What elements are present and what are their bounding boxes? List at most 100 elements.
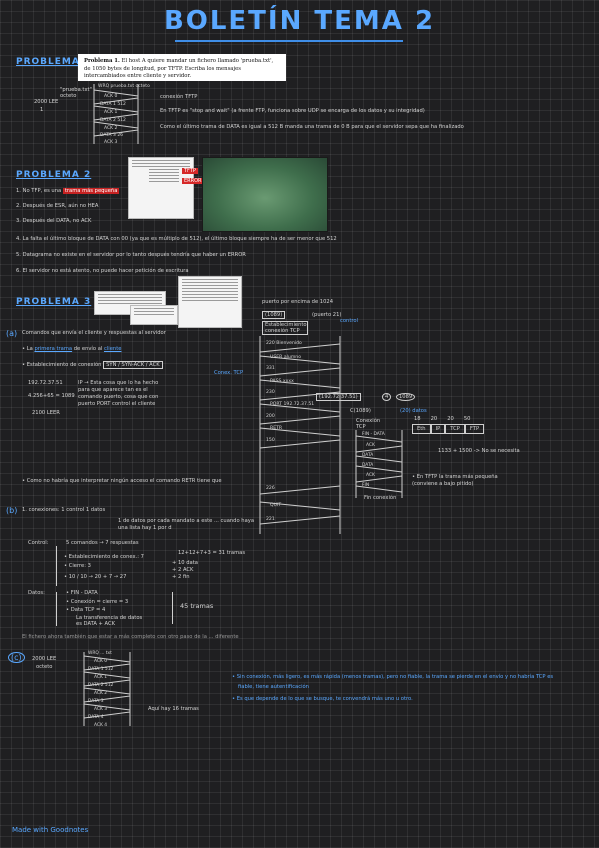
problema1-note-1: En TFTP es "stop and wait" (a frente FTP… (160, 108, 425, 114)
p3a-note-ip: IP → Esta cosa que lo ha hecho para que … (78, 380, 159, 407)
p3a-frame-cell-0: Eth (412, 424, 431, 434)
problema2-item-0-text: 1. No TFP, es una (16, 188, 62, 194)
p1-diagram-label-3: ACK 1 (104, 110, 118, 115)
problema2-item-0-highlight: trama más pequeña (62, 188, 120, 194)
p3a-num2: 1089 (396, 393, 416, 401)
p3a-server-control: control (340, 318, 358, 324)
p3a-seq-11: 221 (266, 517, 275, 522)
problema1-note-0: conexión TFTP (160, 94, 198, 100)
problema2-item-2: 3. Después del DATA, no ACK (16, 218, 92, 224)
p3b-datos-sum: 45 tramas (180, 602, 214, 610)
p3c-seq-0: WRQ ... txt (88, 651, 112, 656)
p3a-num1: 4 (382, 393, 392, 401)
p3c-seq-3: ACK 1 (94, 675, 108, 680)
p3a-frame-cell-3: FTP (464, 424, 485, 434)
p3b-control-sum: 12+12+7+3 = 31 tramas (178, 550, 246, 556)
p3a-transfer-note: Fin conexión (364, 495, 397, 501)
p3a-line2-prefix: • La (22, 346, 33, 352)
problema2-item-5: 6. El servidor no está atento, no puede … (16, 268, 189, 274)
p3a-data-seq-4: ACK (366, 473, 375, 478)
p3c-label: (c) (8, 652, 25, 663)
p3a-frame-size-0: 18 (414, 416, 421, 422)
title-underline (175, 40, 403, 42)
p3a-frame-note2: • En TFTP la trama más pequeña (conviene… (412, 474, 498, 487)
p3a-line3-prefix: • Establecimiento de conexión (22, 362, 102, 368)
p3b-control-label: Control: (28, 540, 49, 546)
p3b-datos-bracket (56, 592, 57, 626)
p3c-left-label-0: 2000 LEE (32, 656, 57, 662)
p3b-datos-line-2: • Data TCP = 4 (66, 607, 106, 613)
p3a-frame-note1: 1133 + 1500 -> No se necesita (438, 448, 520, 454)
p3a-server-box3: (puerto 21) (312, 312, 342, 318)
p3a-line2-mid: de envío al (73, 346, 103, 352)
p3a-server-box2: Establecimiento conexión TCP (262, 321, 308, 335)
p3b-datos-line-0: • FIN - DATA (66, 590, 98, 596)
p3a-line2-highlight1: primera trama (34, 346, 73, 352)
p1-diagram-label-2: DATA 1 512 (100, 102, 126, 107)
p3c-seq-4: DATA 2 512 (88, 683, 114, 688)
p3a-bottom-note: • Como no habría que interpretar ningún … (22, 478, 222, 484)
p1-diagram-label-4: DATA 2 512 (100, 118, 126, 123)
p3a-seq-8: 150 (266, 438, 275, 443)
problema2-item-4: 5. Datagrama no existe en el servidor po… (16, 252, 246, 258)
problema2-item-1: 2. Después de ESR, aún no HEA (16, 203, 99, 209)
problema3-heading: PROBLEMA 3 (16, 297, 92, 307)
p3b-control-line-2: • Cierre: 3 (64, 563, 91, 569)
p3a-ip-mid: (192.72.37.51) (316, 393, 361, 401)
p3b-datos-label: Datos: (28, 590, 45, 596)
p3a-line2: • La primera trama de envío al cliente (22, 346, 121, 352)
problema2-photo (202, 157, 328, 232)
problema1-left-label-0: "prueba.txt" octeto (60, 87, 92, 99)
p3b-control-line-3: • 10 / 10 → 20 + 7 → 27 (64, 574, 127, 580)
problema3-table-image (130, 305, 178, 325)
problema2-heading: PROBLEMA 2 (16, 170, 92, 180)
p3b-datos-line-3: La transferencia de datos es DATA + ACK (76, 615, 143, 627)
p3a-frame-cell-1: IP (430, 424, 446, 434)
footer-brand: Made with Goodnotes (12, 826, 89, 834)
p3a-ip-left: 192.72.37.51 (28, 380, 63, 386)
problema1-left-label-1: 2000 LEE (34, 99, 59, 105)
p3a-left-label2: 4.256+65 = 1089 (28, 393, 75, 399)
p1-arrow-5 (93, 129, 139, 137)
problema2-item-3: 4. La falta el último bloque de DATA con… (16, 236, 337, 242)
p3a-line3: • Establecimiento de conexión SYN / SYN-… (22, 361, 163, 369)
problema1-statement-label: Problema 1. (84, 58, 120, 64)
p1-diagram-label-5: ACK 2 (104, 126, 118, 131)
p3b-control-sub-2: + 2 fin (172, 574, 190, 580)
p3a-seq-0: 220 Bienvenido (266, 341, 302, 346)
p3c-seq-7: ACK 3 (94, 707, 108, 712)
p3b-control-line-0: 5 comandos → 7 respuestas (66, 540, 139, 546)
p3b-sum-bracket (168, 592, 173, 624)
p3c-seq-2: DATA 1 512 (88, 667, 114, 672)
problema2-tag-0: TFTP (182, 168, 198, 174)
p1-diagram-label-7: ACK 3 (104, 140, 118, 145)
p3a-seq-9: 226 (266, 486, 275, 491)
p3c-seq-9: ACK 4 (94, 723, 108, 728)
p3a-data-seq-0: FIN - DATA (362, 432, 385, 437)
p3c-blue-note-2: • Es que depende de lo que se busque, te… (232, 696, 413, 702)
p1-arrow-1 (93, 97, 139, 105)
p3a-seq-1: USER alumno (270, 355, 302, 360)
p3a-data-label: (20) datos (400, 408, 427, 414)
problema1-statement: Problema 1. El host A quiere mandar un f… (78, 54, 286, 81)
problema2-diagram-image (128, 157, 194, 219)
p3a-server-box1: (1089) (262, 311, 286, 319)
p3b-label: (b) (6, 506, 18, 515)
p3b-datos-line-1: • Conexión = cierre = 3 (66, 599, 129, 605)
p3a-server-top: puerto por encima de 1024 (262, 299, 333, 305)
p1-diagram-label-0: WRQ prueba.txt octeto (98, 84, 150, 89)
p3c-left-label-1: octeto (36, 664, 53, 670)
p3a-seq-3: PASS xxxx (270, 379, 294, 384)
p3a-label: (a) (6, 329, 18, 338)
p3c-arrow-note: Aquí hay 16 tramas (148, 706, 199, 712)
p3c-seq-8: DATA 4 (88, 715, 104, 720)
p3c-diagram (83, 652, 131, 726)
p1-diagram-label-6: DATA 3 26 (100, 133, 124, 138)
p3a-line3-highlight: SYN / SYN-ACK / ACK (103, 361, 163, 369)
p3b-intro: 1. conexiones: 1 control 1 datos (22, 507, 106, 513)
p1-arrow-4 (93, 121, 139, 129)
p3b-control-sub-1: + 2 ACK (172, 567, 194, 573)
p3a-seq-5: PORT 192.72.37.51 (270, 402, 315, 407)
p3c-blue-note-1: fiable, tiene autentificación (238, 684, 309, 690)
p3a-seq-10: QUIT (270, 503, 282, 508)
